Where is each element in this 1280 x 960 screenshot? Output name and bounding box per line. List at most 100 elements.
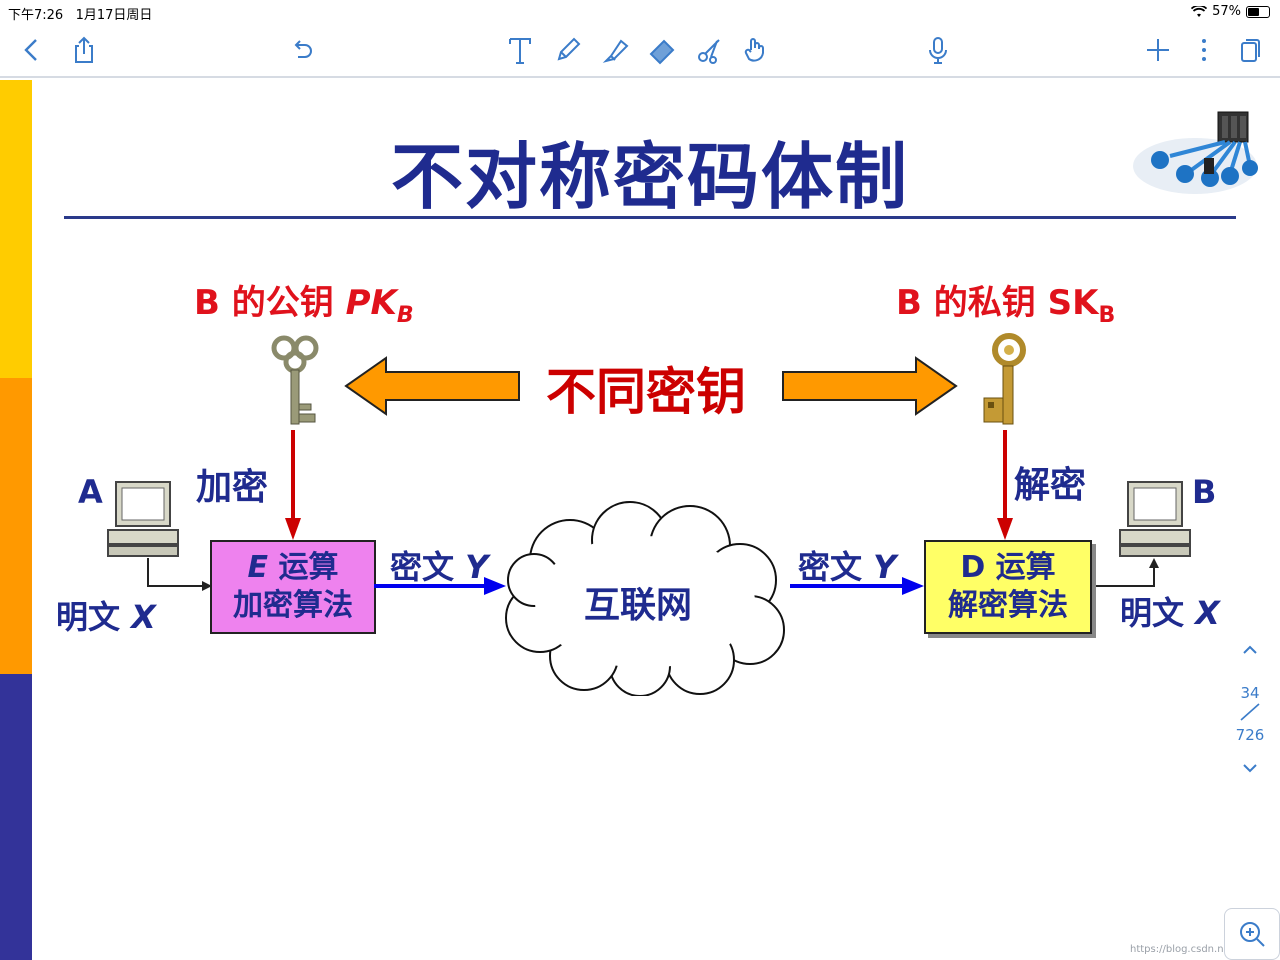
- sidebar-stripe-yellow: [0, 80, 32, 378]
- internet-cloud-icon: [505, 501, 785, 696]
- add-icon: [1147, 39, 1169, 61]
- computer-b-icon: [1119, 481, 1191, 557]
- ciphertext-left-text: 密文: [390, 548, 466, 586]
- decryption-box: D 运算 解密算法: [924, 540, 1092, 634]
- ciphertext-left-arrow: [374, 577, 506, 595]
- eraser-tool-button[interactable]: [642, 28, 682, 72]
- title-underline: [64, 216, 1236, 219]
- decryption-algorithm-text: 解密算法: [948, 588, 1068, 623]
- right-orange-arrow: [782, 356, 958, 416]
- status-right: 57%: [1191, 4, 1270, 19]
- hand-icon: [744, 38, 764, 62]
- toolbar: [0, 24, 1280, 78]
- plaintext-right-text: 明文: [1120, 594, 1196, 632]
- decrypt-red-arrow: [997, 430, 1013, 540]
- encrypt-red-arrow: [285, 430, 301, 540]
- more-icon: [1202, 39, 1206, 61]
- e-operation-text: 运算: [268, 550, 339, 585]
- status-time: 下午7:26: [8, 8, 64, 23]
- page-up-button[interactable]: [1220, 640, 1280, 664]
- sidebar-stripe-navy: [0, 674, 32, 960]
- ciphertext-left-label: 密文 Y: [390, 542, 488, 588]
- lasso-icon: [698, 39, 720, 64]
- lasso-tool-button[interactable]: [690, 28, 730, 72]
- node-b-label: B: [1192, 473, 1217, 511]
- ciphertext-right-label: 密文 Y: [798, 542, 896, 588]
- network-topology-image: [1133, 111, 1258, 194]
- chevron-up-icon: [1243, 645, 1257, 654]
- computer-a-icon: [107, 481, 179, 557]
- page-navigator: 34 726: [1220, 640, 1280, 782]
- pages-icon: [1241, 39, 1260, 62]
- undo-button[interactable]: [282, 28, 322, 72]
- node-a-label: A: [78, 473, 103, 511]
- encryption-box: E 运算 加密算法: [210, 540, 376, 634]
- ciphertext-right-var: Y: [873, 548, 897, 586]
- d-operation-text: D 运算: [960, 550, 1056, 585]
- slide-page[interactable]: 不对称密码体制 B 的公钥 PKB B 的私钥 SKB 不同密钥: [0, 80, 1280, 960]
- pen-icon: [557, 37, 581, 61]
- share-button[interactable]: [64, 28, 104, 72]
- plaintext-left-label: 明文 X: [56, 592, 156, 638]
- ciphertext-right-text: 密文: [798, 548, 874, 586]
- highlighter-icon: [602, 39, 629, 63]
- public-key-symbol: PK: [345, 283, 397, 323]
- a-to-e-connector: [147, 558, 212, 591]
- zoom-button[interactable]: [1224, 908, 1280, 960]
- encryption-box-line1: E 运算: [248, 549, 339, 587]
- status-date: 1月17日周日: [75, 8, 153, 23]
- private-key-subscript: B: [1098, 302, 1116, 328]
- plaintext-left-var: X: [131, 598, 156, 636]
- ciphertext-right-arrow: [790, 577, 924, 595]
- back-icon: [24, 39, 37, 61]
- public-key-subscript: B: [396, 302, 414, 328]
- sidebar-stripe-orange: [0, 378, 32, 674]
- pen-tool-button[interactable]: [548, 28, 588, 72]
- chevron-down-icon: [1243, 764, 1257, 773]
- status-bar: 下午7:26 1月17日周日 57%: [0, 0, 1280, 24]
- hand-tool-button[interactable]: [736, 28, 776, 72]
- page-down-button[interactable]: [1220, 758, 1280, 782]
- battery-icon: [1246, 5, 1270, 18]
- eraser-icon: [649, 39, 675, 65]
- plaintext-left-text: 明文: [56, 598, 132, 636]
- plaintext-right-label: 明文 X: [1120, 588, 1220, 634]
- encrypt-label: 加密: [196, 467, 269, 508]
- text-tool-button[interactable]: [500, 28, 540, 72]
- slide-title: 不对称密码体制: [390, 135, 909, 219]
- public-key-icon: [271, 335, 319, 425]
- status-left: 下午7:26 1月17日周日: [8, 4, 152, 23]
- back-button[interactable]: [12, 28, 52, 72]
- total-pages: 726: [1235, 726, 1265, 744]
- pages-button[interactable]: [1230, 28, 1270, 72]
- left-orange-arrow: [344, 356, 520, 416]
- e-operation-var: E: [247, 550, 269, 585]
- battery-percent: 57%: [1212, 4, 1241, 19]
- undo-icon: [294, 40, 312, 58]
- add-button[interactable]: [1138, 28, 1178, 72]
- wifi-icon: [1191, 5, 1208, 17]
- different-keys-label: 不同密钥: [546, 363, 746, 421]
- microphone-button[interactable]: [918, 28, 958, 72]
- highlighter-tool-button[interactable]: [596, 28, 636, 72]
- page-separator-slash: [1240, 703, 1260, 721]
- current-page: 34: [1240, 684, 1260, 702]
- plaintext-right-var: X: [1195, 594, 1220, 632]
- text-tool-icon: [509, 38, 531, 64]
- private-key-text: B 的私钥: [896, 283, 1048, 323]
- watermark-text: https://blog.csdn.net/m0_4...: [1130, 944, 1274, 955]
- microphone-icon: [929, 37, 947, 64]
- private-key-icon: [983, 333, 1026, 425]
- zoom-in-icon: [1240, 922, 1265, 947]
- share-icon: [75, 36, 93, 63]
- private-key-label: B 的私钥 SKB: [896, 275, 1115, 328]
- encryption-algorithm-text: 加密算法: [233, 588, 353, 623]
- decrypt-label: 解密: [1014, 465, 1087, 506]
- more-button[interactable]: [1184, 28, 1224, 72]
- d-to-b-connector: [1094, 558, 1159, 587]
- public-key-text: B 的公钥: [194, 283, 346, 323]
- internet-label: 互联网: [584, 585, 693, 626]
- ciphertext-left-var: Y: [465, 548, 489, 586]
- private-key-symbol: SK: [1047, 283, 1099, 323]
- public-key-label: B 的公钥 PKB: [194, 275, 414, 328]
